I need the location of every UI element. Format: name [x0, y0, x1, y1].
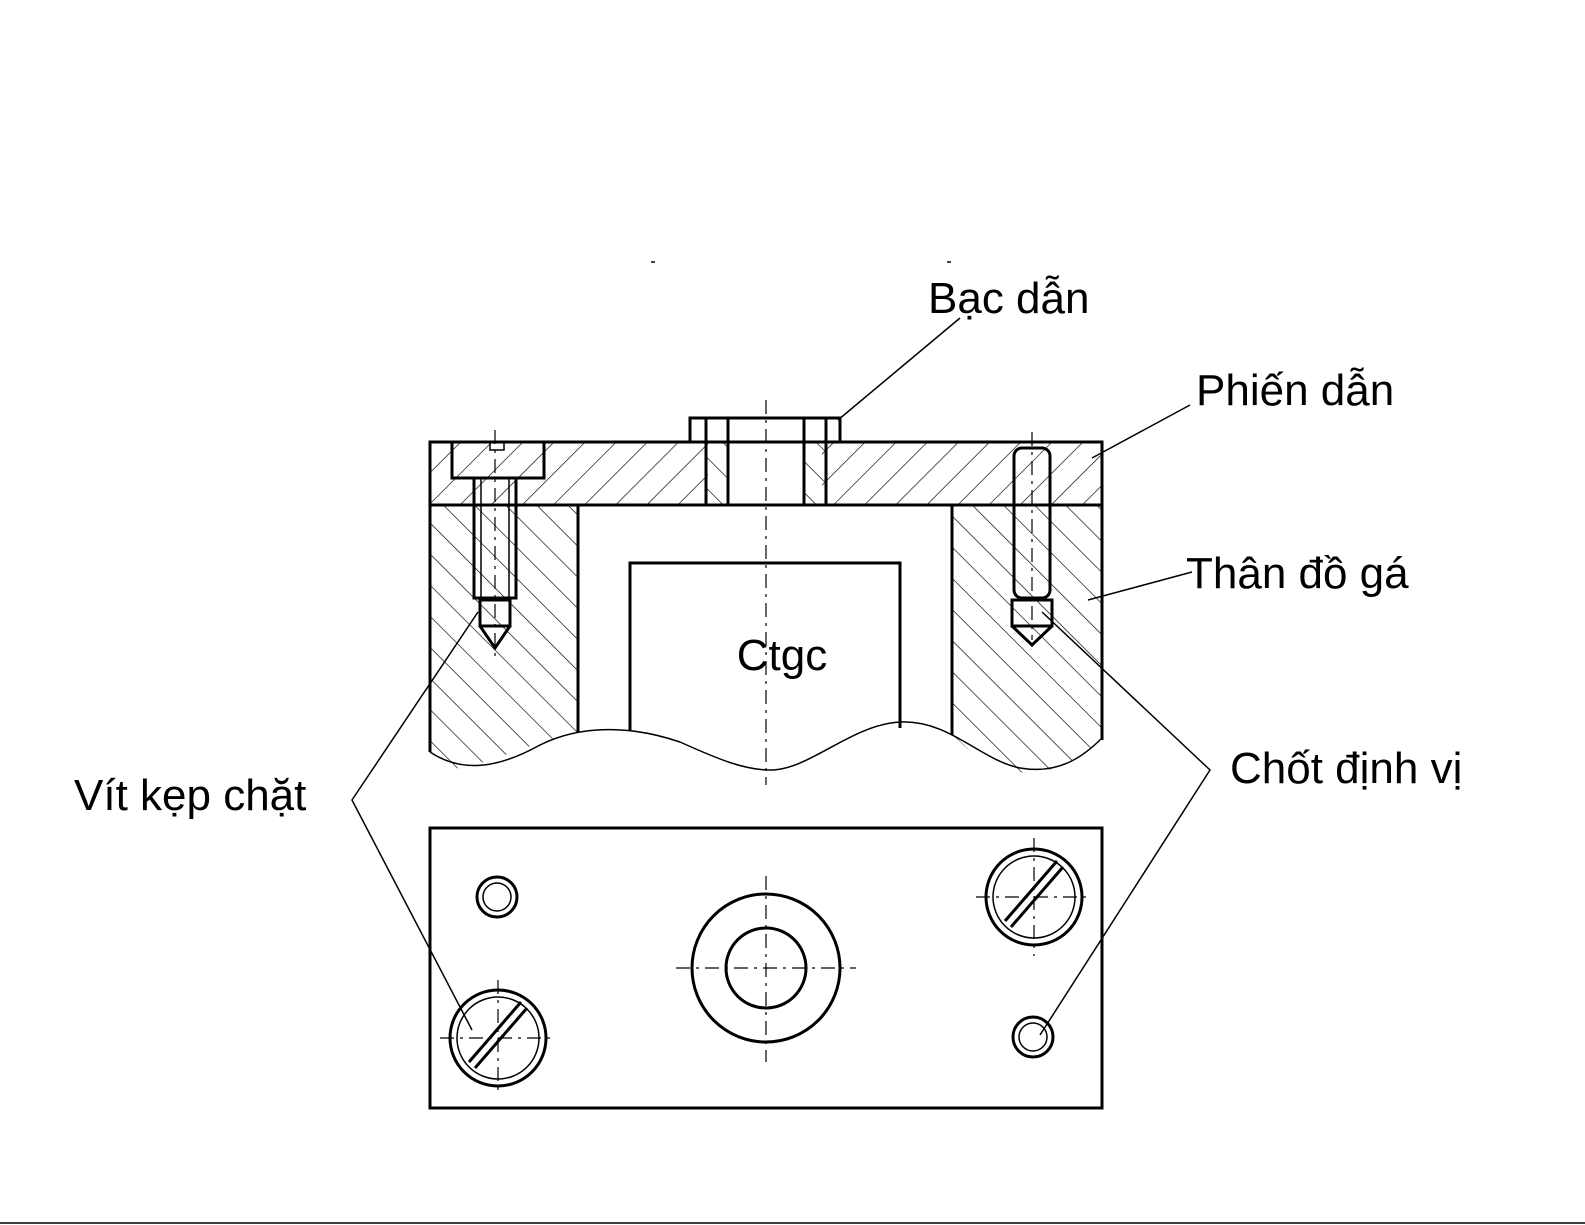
bushing-top-view	[676, 876, 856, 1062]
label-fixture-body: Thân đồ gá	[1186, 549, 1409, 598]
clamping-screw-top-view	[440, 980, 556, 1096]
label-guide-bushing: Bạc dẫn	[928, 274, 1089, 323]
workpiece-label: Ctgc	[737, 631, 827, 680]
pin-hole-top-left	[477, 877, 517, 917]
label-guide-plate: Phiến dẫn	[1196, 366, 1394, 415]
top-view	[430, 828, 1102, 1108]
screw-top-view-right	[976, 838, 1092, 956]
labels: Bạc dẫn Phiến dẫn Thân đồ gá Vít kẹp chặ…	[74, 274, 1462, 820]
workpiece: Ctgc	[630, 563, 900, 730]
section-view: Ctgc	[430, 400, 1102, 785]
label-locating-pin: Chốt định vị	[1230, 744, 1462, 793]
label-clamping-screw: Vít kẹp chặt	[74, 771, 306, 820]
guide-bushing	[690, 418, 840, 505]
